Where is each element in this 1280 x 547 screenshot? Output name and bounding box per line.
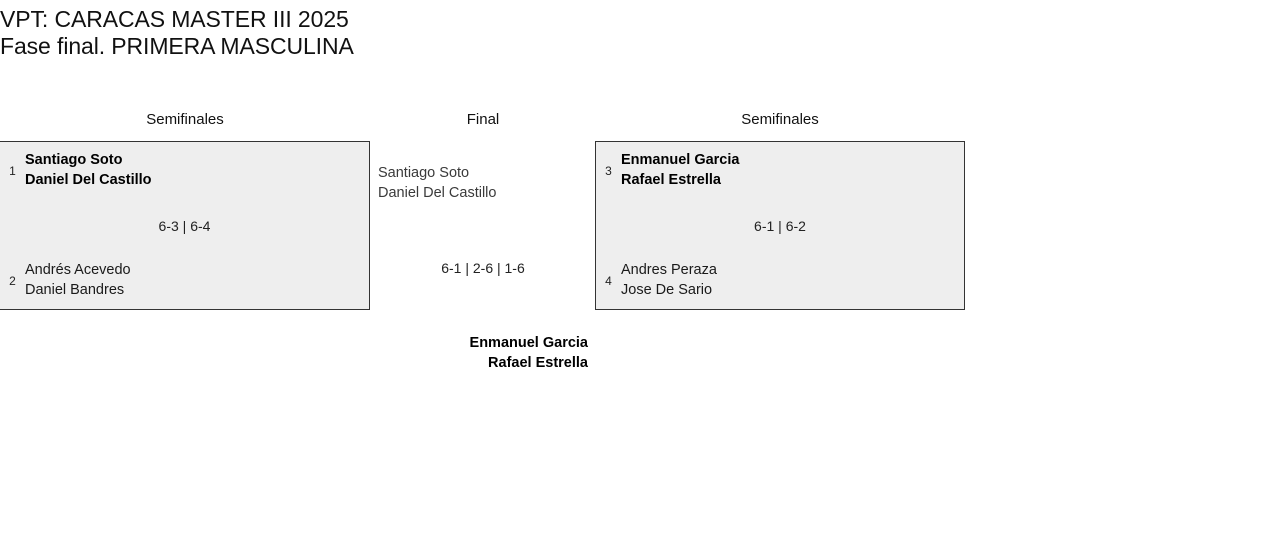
team-names: Santiago Soto Daniel Del Castillo — [378, 164, 588, 203]
team-names: Enmanuel Garcia Rafael Estrella — [368, 334, 588, 373]
player-name: Enmanuel Garcia — [621, 152, 740, 168]
player-name: Santiago Soto — [378, 165, 470, 181]
team-names: Andrés Acevedo Daniel Bandres — [25, 261, 131, 300]
team-slot-seed-3[interactable]: 3 Enmanuel Garcia Rafael Estrella — [596, 151, 739, 190]
round-header-semifinals-right: Semifinales — [741, 111, 819, 128]
player-name: Daniel Del Castillo — [25, 171, 152, 188]
seed-number: 1 — [9, 163, 16, 178]
match-score-semifinal-1: 6-3 | 6-4 — [158, 218, 211, 234]
player-name: Rafael Estrella — [488, 354, 588, 371]
team-slot-seed-1[interactable]: 1 Santiago Soto Daniel Del Castillo — [0, 151, 152, 190]
player-name: Enmanuel Garcia — [469, 335, 588, 351]
match-box-semifinal-2[interactable]: 3 Enmanuel Garcia Rafael Estrella 6-1 | … — [595, 141, 965, 310]
match-box-semifinal-1[interactable]: 1 Santiago Soto Daniel Del Castillo 6-3 … — [0, 141, 370, 310]
tournament-title-block: VPT: CARACAS MASTER III 2025 Fase final.… — [0, 6, 900, 60]
round-header-semifinals-left: Semifinales — [146, 111, 224, 128]
tournament-phase: Fase final. PRIMERA MASCULINA — [0, 33, 354, 59]
seed-number: 3 — [605, 163, 612, 178]
seed-number: 4 — [605, 273, 612, 288]
team-names: Santiago Soto Daniel Del Castillo — [25, 151, 152, 190]
seed-number: 2 — [9, 273, 16, 288]
team-names: Andres Peraza Jose De Sario — [621, 261, 717, 300]
player-name: Santiago Soto — [25, 152, 123, 168]
tournament-name: VPT: CARACAS MASTER III 2025 — [0, 6, 349, 32]
match-score-final: 6-1 | 2-6 | 1-6 — [441, 260, 525, 276]
final-slot-finalist[interactable]: Santiago Soto Daniel Del Castillo — [378, 164, 588, 203]
champion-slot[interactable]: Enmanuel Garcia Rafael Estrella — [368, 334, 588, 373]
round-header-final: Final — [466, 111, 500, 128]
match-score-semifinal-2: 6-1 | 6-2 — [754, 218, 806, 234]
player-name: Daniel Del Castillo — [378, 184, 497, 201]
player-name: Andrés Acevedo — [25, 262, 131, 278]
player-name: Daniel Bandres — [25, 281, 125, 298]
player-name: Andres Peraza — [621, 262, 717, 278]
team-names: Enmanuel Garcia Rafael Estrella — [621, 151, 739, 190]
team-slot-seed-4[interactable]: 4 Andres Peraza Jose De Sario — [596, 261, 717, 300]
player-name: Jose De Sario — [621, 281, 713, 298]
player-name: Rafael Estrella — [621, 171, 721, 188]
team-slot-seed-2[interactable]: 2 Andrés Acevedo Daniel Bandres — [0, 261, 131, 300]
